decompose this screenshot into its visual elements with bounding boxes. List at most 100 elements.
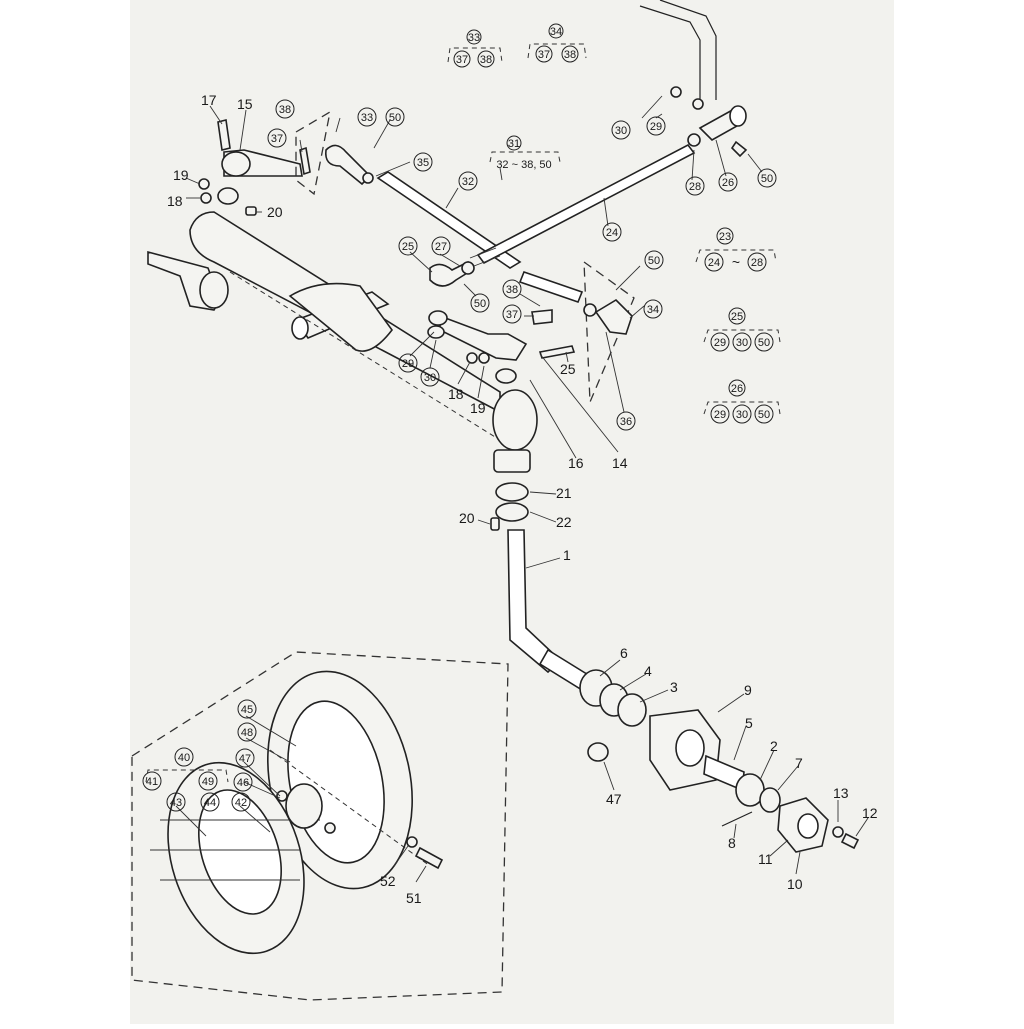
callout-20a: 20 [267,204,283,220]
nut-29a [670,86,682,98]
kit-group-26: 26 29 30 50 [703,379,781,424]
axle-boss [199,271,229,309]
g34-head: 34 [550,26,562,38]
callout-22: 22 [556,514,572,530]
callout-10: 10 [787,876,803,892]
callout-35: 35 [417,157,429,169]
callout-15: 15 [237,96,253,112]
pin-20 [490,517,500,531]
rod-thread [469,247,501,267]
callout-12: 12 [862,805,878,821]
circled-callouts: 38 37 33 50 35 32 30 29 28 26 50 24 25 2… [142,99,777,906]
callout-18a: 18 [167,193,183,209]
g25-item-3: 50 [758,337,770,349]
callout-30b: 30 [424,372,436,384]
leader-lines [175,95,869,883]
callout-51: 51 [406,890,422,906]
nut-36 [583,303,597,317]
callout-36: 36 [620,416,632,428]
nut-47w [324,822,336,834]
bushing-21 [495,482,529,502]
axle-bracket [288,282,393,352]
g25-item-1: 29 [714,337,726,349]
wheel-axis-line [269,749,431,867]
kit-group-33: 33 37 38 [447,29,503,68]
g34-item-1: 37 [538,49,550,61]
callout-20b: 20 [459,510,475,526]
callout-11: 11 [758,851,773,867]
seal-16 [495,368,517,384]
callout-49: 49 [202,776,214,788]
nut-27 [461,261,475,275]
g23-item-2: 28 [751,257,763,269]
callout-21: 21 [556,485,572,501]
kit-group-25: 25 29 30 50 [703,307,781,352]
bolt-46 [276,790,288,802]
washer-19b [478,352,490,364]
bolt-17 [217,119,231,151]
callout-29a: 29 [650,121,662,133]
tie-rod-short [518,270,584,304]
frame-edge-2 [659,0,717,100]
spline-shaft [217,187,239,205]
callout-38b: 38 [506,284,518,296]
g23-head: 23 [719,231,731,243]
arm-collar [428,310,448,326]
bearing-3 [617,693,647,727]
nut-7 [759,787,781,813]
callout-34: 34 [647,304,659,316]
bracket-outline-left [295,110,331,196]
rod-end-34 [594,298,633,335]
callout-9: 9 [744,682,752,698]
washer-29 [427,325,445,339]
washer-47 [587,742,609,762]
callout-27: 27 [435,241,447,253]
callout-46: 46 [237,777,249,789]
callout-24: 24 [606,227,618,239]
pin-8 [721,811,753,827]
nut-28 [687,133,701,147]
callout-6: 6 [620,645,628,661]
callout-43: 43 [170,797,182,809]
callout-17: 17 [201,92,217,108]
callout-38a: 38 [279,104,291,116]
callout-19a: 19 [173,167,189,183]
g25-head: 25 [731,311,743,323]
nut-18b [466,352,478,364]
lock-nut-35 [362,172,374,184]
washer-30a [692,98,704,110]
kit-group-34: 34 37 38 [527,23,587,63]
pivot-housing [492,389,538,451]
washer-19a [198,178,210,190]
arm-boss [221,151,251,177]
callout-2: 2 [770,738,778,754]
g23-tilde: ~ [732,254,740,270]
callout-29b: 29 [402,358,414,370]
callout-30a: 30 [615,125,627,137]
callout-33: 33 [361,112,373,124]
g26-item-1: 29 [714,409,726,421]
g33-head: 33 [468,32,480,44]
callout-37a: 37 [271,133,283,145]
bolt-51 [414,846,444,870]
g26-head: 26 [731,383,743,395]
callout-50b: 50 [761,173,773,185]
callout-50d: 50 [648,255,660,267]
callout-44: 44 [204,797,216,809]
callout-13: 13 [833,785,849,801]
bolt-12 [840,832,860,850]
callout-1: 1 [563,547,571,563]
g34-item-2: 38 [564,49,576,61]
callout-5: 5 [745,715,753,731]
kit-group-23: 23 24 ~ 28 [695,227,777,272]
g31-head: 31 [508,138,520,150]
callout-7: 7 [795,755,803,771]
tube-end [291,316,309,340]
pivot-collar [493,449,531,473]
nut-18a [200,192,212,204]
callout-16: 16 [568,455,584,471]
callout-47w: 47 [239,753,251,765]
callout-42: 42 [235,797,247,809]
g26-item-3: 50 [758,409,770,421]
